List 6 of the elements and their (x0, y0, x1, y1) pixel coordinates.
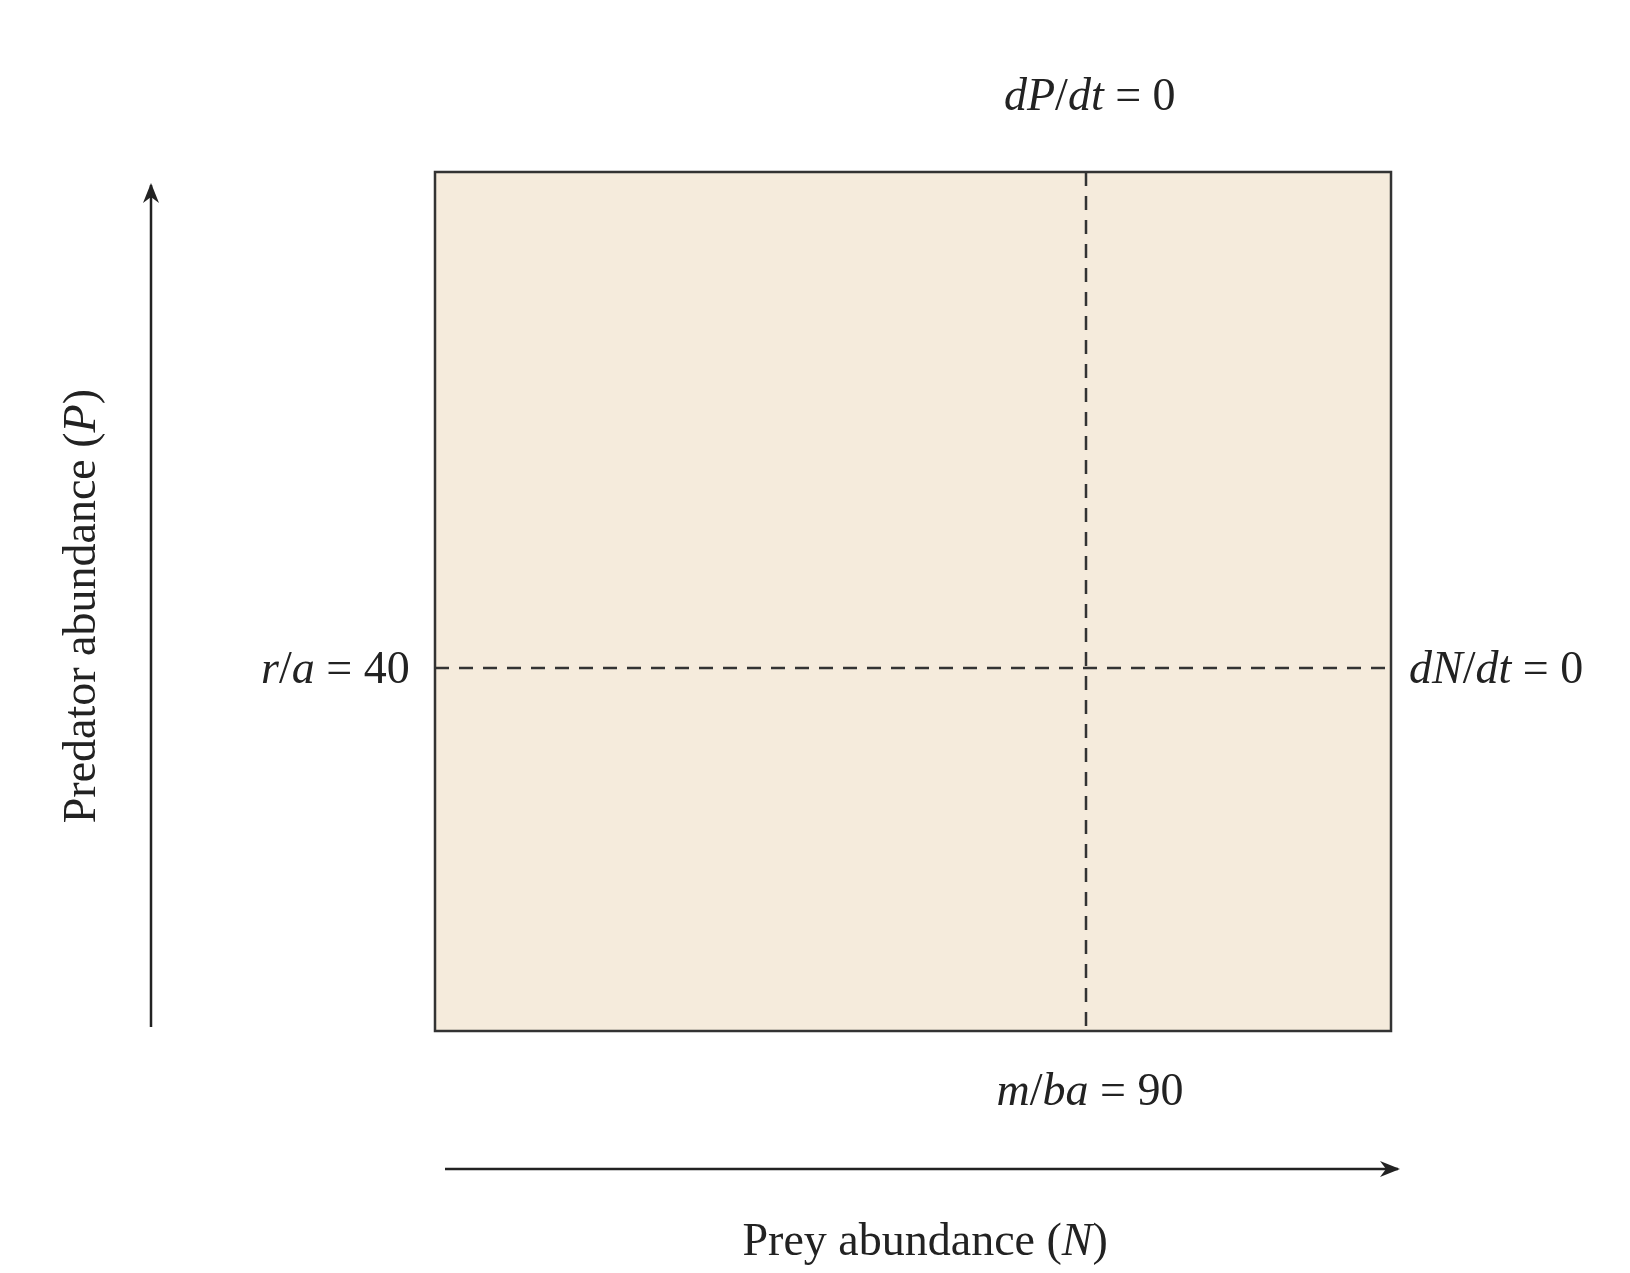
axis-title: Predator abundance (P) (54, 389, 106, 824)
axis-value-label: m/ba = 90 (996, 1064, 1184, 1116)
axis-value-label: r/a = 40 (261, 642, 410, 694)
axis-title: Prey abundance (N) (742, 1214, 1108, 1266)
isocline-label: dN/dt = 0 (1409, 642, 1584, 694)
isocline-label: dP/dt = 0 (1004, 69, 1176, 121)
